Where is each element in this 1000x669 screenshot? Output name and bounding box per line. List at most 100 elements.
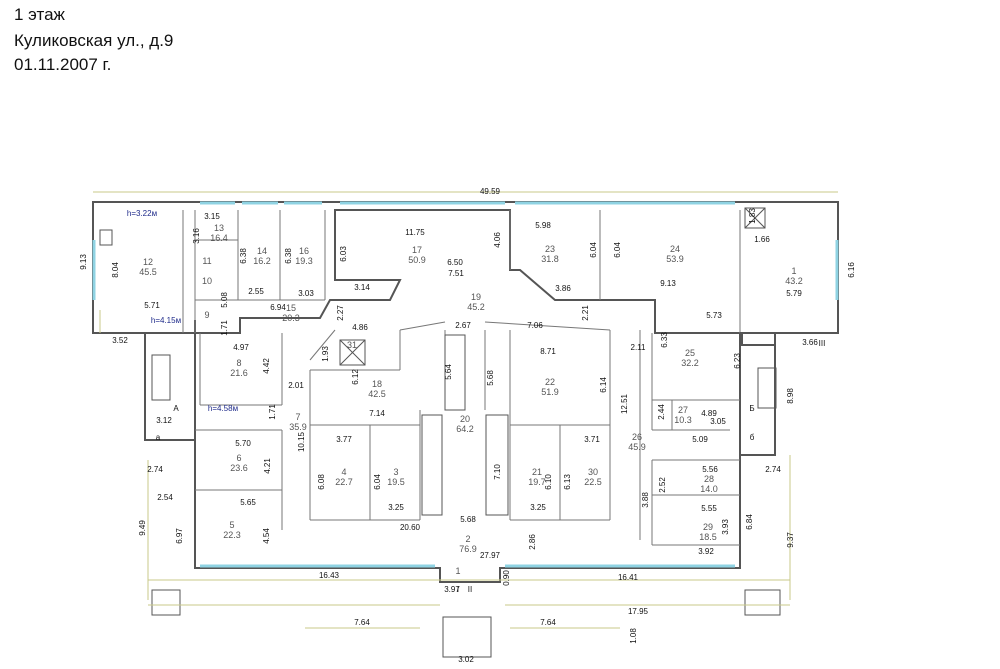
dimension-label: 16.43: [319, 571, 340, 580]
dimension-label: 2.55: [248, 287, 264, 296]
room-number: 30: [588, 467, 598, 477]
dimension-label: 3.77: [336, 435, 352, 444]
dimension-label: 6.10: [544, 474, 553, 490]
dimension-label: 5.68: [460, 515, 476, 524]
room-number: 25: [685, 348, 695, 358]
room-number: 8: [236, 358, 241, 368]
room-area: 22.7: [335, 477, 353, 487]
dimension-lines: [93, 191, 838, 629]
dimension-label: 3.25: [388, 503, 404, 512]
dimension-label: 8.04: [111, 262, 120, 278]
dimension-label: 6.33: [660, 332, 669, 348]
dimension-label: 2.74: [765, 465, 781, 474]
walls: [92, 201, 839, 583]
dimension-label: 16.41: [618, 573, 639, 582]
dimension-labels: 49.593.153.169.138.045.713.526.382.556.3…: [79, 187, 856, 664]
dimension-label: 3.05: [710, 417, 726, 426]
room-area: 19.7: [528, 477, 546, 487]
room-number: 12: [143, 257, 153, 267]
dimension-label: 1.71: [220, 320, 229, 336]
dimension-label: 3.88: [641, 492, 650, 508]
room-area: 22.3: [223, 530, 241, 540]
dimension-label: 2.86: [528, 534, 537, 550]
dimension-label: 6.16: [847, 262, 856, 278]
axis-marker: а: [156, 433, 161, 442]
dimension-label: 5.56: [702, 465, 718, 474]
dimension-label: 7.64: [540, 618, 556, 627]
room-number: 13: [214, 223, 224, 233]
dimension-label: 49.59: [480, 187, 501, 196]
dimension-label: 10.15: [297, 431, 306, 452]
dimension-label: 4.21: [263, 458, 272, 474]
dimension-label: 1.93: [321, 346, 330, 362]
room-area: 50.9: [408, 255, 426, 265]
floor-title: 1 этаж: [14, 5, 65, 24]
room-area: 14.0: [700, 484, 718, 494]
dimension-label: 5.68: [486, 370, 495, 386]
room-number: 19: [471, 292, 481, 302]
room-number: 22: [545, 377, 555, 387]
room-area: 23.6: [230, 463, 248, 473]
dimension-label: 12.51: [620, 393, 629, 414]
room-number: 14: [257, 246, 267, 256]
dimension-label: 3.86: [555, 284, 571, 293]
room-area: 35.9: [289, 422, 307, 432]
room-number: 18: [372, 379, 382, 389]
room-number: 20: [460, 414, 470, 424]
dimension-label: 8.98: [786, 388, 795, 404]
dimension-label: 6.12: [351, 369, 360, 385]
room-area: 45.9: [628, 442, 646, 452]
dimension-label: 5.73: [706, 311, 722, 320]
stairs: [99, 207, 781, 658]
dimension-label: 5.09: [692, 435, 708, 444]
dimension-label: 17.95: [628, 607, 649, 616]
room-area: 22.5: [584, 477, 602, 487]
room-number: 31: [347, 340, 357, 350]
dimension-label: 7.14: [369, 409, 385, 418]
dimension-label: 3.66: [802, 338, 818, 347]
windows: [92, 201, 839, 568]
dimension-label: 5.08: [220, 292, 229, 308]
dimension-label: 2.54: [157, 493, 173, 502]
room-area: 53.9: [666, 254, 684, 264]
axis-marker: Б: [749, 404, 754, 413]
dimension-label: 3.25: [530, 503, 546, 512]
room-area: 45.2: [467, 302, 485, 312]
dimension-label: 6.23: [733, 353, 742, 369]
axis-marker: А: [173, 404, 179, 413]
axis-marker: I: [457, 585, 459, 594]
room-number: 1: [455, 566, 460, 576]
ceiling-height-label: h=4.15м: [151, 316, 181, 325]
room-number: 26: [632, 432, 642, 442]
dimension-label: 4.89: [701, 409, 717, 418]
ceiling-height-label: h=4.58м: [208, 404, 238, 413]
dimension-label: 2.01: [288, 381, 304, 390]
dimension-label: 3.16: [192, 228, 201, 244]
dimension-label: 2.11: [631, 343, 647, 352]
dimension-label: 3.71: [584, 435, 600, 444]
dimension-label: 7.10: [493, 464, 502, 480]
dimension-label: 4.54: [262, 528, 271, 544]
dimension-label: 7.64: [354, 618, 370, 627]
room-number: 4: [341, 467, 346, 477]
dimension-label: 2.74: [147, 465, 163, 474]
room-number: 10: [202, 276, 212, 286]
axis-marker: II: [468, 585, 472, 594]
room-number: 3: [393, 467, 398, 477]
room-number: 1: [791, 266, 796, 276]
room-area: 31.8: [541, 254, 559, 264]
dimension-label: 2.44: [657, 404, 666, 420]
dimension-label: 3.12: [156, 416, 172, 425]
dimension-label: 5.55: [701, 504, 717, 513]
dimension-label: 5.71: [144, 301, 160, 310]
dimension-label: 6.04: [589, 242, 598, 258]
room-area: 42.5: [368, 389, 386, 399]
axis-marker: III: [819, 339, 826, 348]
dimension-label: 20.60: [400, 523, 421, 532]
room-labels: 1245.51316.41416.21619.31750.92331.82453…: [139, 223, 803, 576]
room-number: 11: [202, 256, 211, 266]
dimension-label: 5.79: [786, 289, 802, 298]
